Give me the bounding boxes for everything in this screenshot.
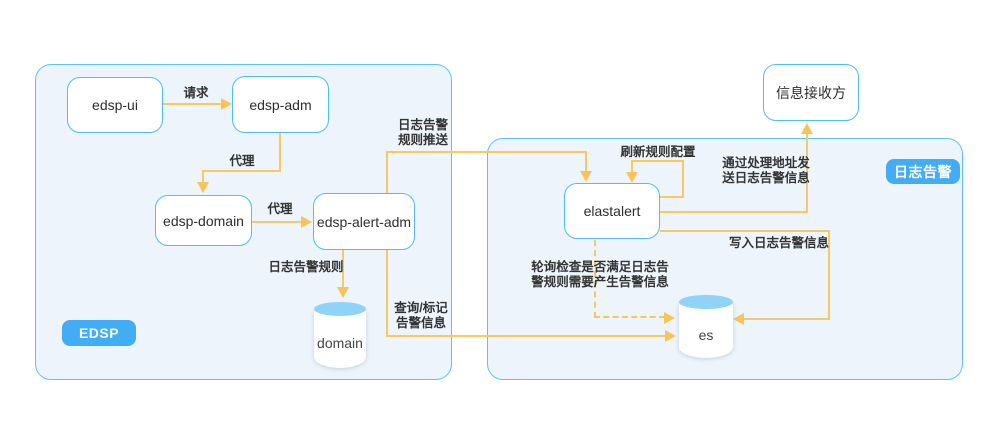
arrow-poll-head <box>664 312 675 324</box>
database-es-label: es <box>698 326 714 343</box>
arrow-send-seg2 <box>806 134 808 213</box>
database-domain-label: domain <box>317 335 363 351</box>
arrow-query-mark-label-line1: 查询/标记 <box>394 301 448 315</box>
node-receiver: 信息接收方 <box>763 64 859 121</box>
arrow-request-head <box>221 98 232 110</box>
arrow-refresh-seg4 <box>631 160 633 173</box>
arrow-proxy-adm-seg2 <box>202 170 281 172</box>
arrow-log-alert-rule-line <box>342 250 344 288</box>
arrow-poll-seg2 <box>594 316 665 318</box>
arrow-write-seg2 <box>828 230 830 320</box>
database-es-top <box>679 295 733 309</box>
database-es-body <box>679 302 733 358</box>
arrow-poll-label-line2: 警规则需要产生告警信息 <box>531 274 669 289</box>
arrow-query-mark-label-line2: 告警信息 <box>395 315 446 330</box>
arrow-log-alert-rule-label: 日志告警规则 <box>268 260 344 274</box>
log-alert-badge: 日志告警 <box>886 159 960 184</box>
arrow-rule-push-seg3 <box>585 151 587 172</box>
arrow-request-label: 请求 <box>183 86 209 100</box>
arrow-request-line <box>163 103 223 105</box>
arrow-query-mark-head <box>665 330 676 342</box>
arrow-proxy-adm-seg3 <box>202 170 204 183</box>
arrow-query-mark-seg2 <box>386 335 667 337</box>
arrow-write-head <box>733 313 744 325</box>
arrow-rule-push-head <box>580 171 592 182</box>
arrow-rule-push-label-line2: 规则推送 <box>397 132 448 147</box>
arrow-proxy-adm-label: 代理 <box>229 154 255 168</box>
node-elastalert: elastalert <box>564 183 660 239</box>
database-es: es <box>679 295 733 358</box>
arrow-rule-push-seg1 <box>386 152 388 193</box>
arrow-proxy-adm-head <box>197 182 209 193</box>
arrow-rule-push-label-line1: 日志告警 <box>397 118 448 132</box>
node-edsp-domain: edsp-domain <box>155 195 252 246</box>
arrow-send-label: 通过处理地址发 送日志告警信息 <box>719 156 813 185</box>
arrow-refresh-label: 刷新规则配置 <box>620 145 696 159</box>
arrow-send-label-line1: 通过处理地址发 <box>722 156 810 170</box>
arrow-proxy-domain-head <box>301 216 312 228</box>
arrow-refresh-head <box>626 172 638 183</box>
arrow-refresh-seg1 <box>660 196 684 198</box>
edsp-badge: EDSP <box>62 320 136 346</box>
arrow-refresh-seg2 <box>682 160 684 198</box>
database-domain-top <box>314 302 366 316</box>
arrow-refresh-seg3 <box>631 160 684 162</box>
arrow-write-label: 写入日志告警信息 <box>728 236 829 250</box>
arrow-query-mark-seg1 <box>386 250 388 337</box>
node-edsp-ui: edsp-ui <box>67 77 163 133</box>
arrow-send-seg1 <box>660 211 808 213</box>
arrow-rule-push-label: 日志告警 规则推送 <box>391 118 455 147</box>
database-domain: domain <box>314 302 366 368</box>
arrow-write-seg3 <box>744 318 830 320</box>
arrow-send-label-line2: 送日志告警信息 <box>722 170 810 185</box>
arrow-query-mark-label: 查询/标记 告警信息 <box>390 301 452 330</box>
node-edsp-alert-adm: edsp-alert-adm <box>313 193 415 250</box>
arrow-log-alert-rule-head <box>337 287 349 298</box>
arrow-proxy-adm-seg1 <box>279 132 281 172</box>
arrow-poll-seg1 <box>594 240 596 318</box>
arrow-proxy-domain-line <box>252 221 303 223</box>
arrow-proxy-domain-label: 代理 <box>267 202 293 216</box>
arrow-poll-label: 轮询检查是否满足日志告 警规则需要产生告警信息 <box>528 260 672 289</box>
node-edsp-adm: edsp-adm <box>232 76 329 133</box>
arrow-send-head <box>801 123 813 134</box>
arrow-poll-label-line1: 轮询检查是否满足日志告 <box>531 260 669 274</box>
arrow-rule-push-seg2 <box>386 151 587 153</box>
arrow-write-seg1 <box>660 230 830 232</box>
database-domain-body <box>314 309 366 368</box>
